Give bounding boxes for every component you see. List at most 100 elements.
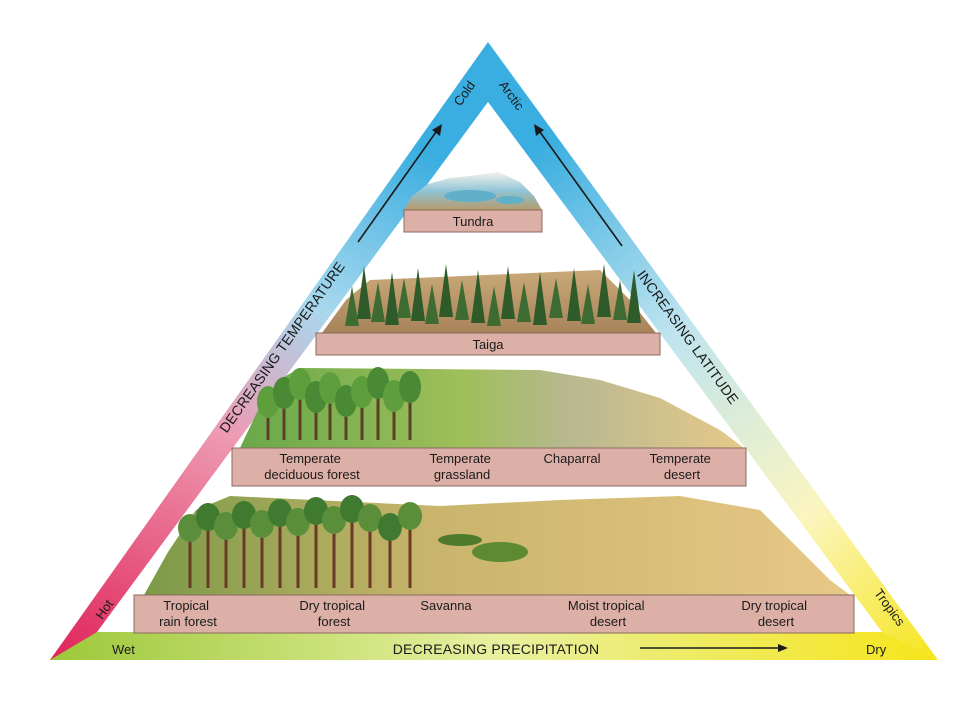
taiga-trees <box>345 264 641 326</box>
conifer-tree <box>357 266 371 319</box>
taiga-label-box <box>315 332 661 356</box>
tier-tundra <box>403 172 543 233</box>
latitude-arrowhead <box>534 124 544 136</box>
tree-trunk <box>278 513 282 588</box>
arrows <box>357 124 788 652</box>
tier-labels-temperate: Temperate deciduous forest Temperate gra… <box>264 451 714 482</box>
tree-trunk <box>242 515 246 588</box>
biome-label: Temperate desert <box>649 451 714 482</box>
biome-label: Taiga <box>472 337 504 352</box>
deciduous-trees <box>257 367 421 440</box>
tree-trunk <box>344 401 348 440</box>
conifer-tree <box>533 272 547 325</box>
deciduous-tree <box>319 372 341 404</box>
tier-temperate <box>231 367 747 487</box>
deciduous-tree <box>289 368 311 400</box>
rainforest-tree <box>196 503 220 531</box>
rainforest-tree <box>378 513 402 541</box>
rainforest-tree <box>214 512 238 540</box>
conifer-tree <box>517 282 531 322</box>
dry-label: Dry <box>866 642 887 657</box>
tier-tropical <box>133 495 855 634</box>
conifer-tree <box>397 278 411 318</box>
bottom-axis-label: DECREASING PRECIPITATION <box>393 641 600 657</box>
conifer-tree <box>411 268 425 321</box>
rainforest-tree <box>178 514 202 542</box>
biome-label: Tropical rain forest <box>159 598 217 629</box>
conifer-tree <box>385 272 399 325</box>
biome-label: Dry tropical desert <box>741 598 810 629</box>
temperate-label-box <box>231 447 747 487</box>
right-edge-band <box>488 42 938 660</box>
tropical-label-box <box>133 594 855 634</box>
tree-trunk <box>328 388 332 440</box>
rainforest-tree <box>304 497 328 525</box>
tree-trunk <box>332 520 336 588</box>
conifer-tree <box>597 264 611 317</box>
rainforest-tree <box>398 502 422 530</box>
tier-labels-tropical: Tropical rain forest Dry tropical forest… <box>159 598 810 629</box>
tier-labels-taiga: Taiga <box>472 337 504 352</box>
rainforest-tree <box>286 508 310 536</box>
wet-label: Wet <box>112 642 135 657</box>
biome-label: Temperate deciduous forest <box>264 451 360 482</box>
tree-trunk <box>408 516 412 588</box>
tier-taiga <box>315 264 661 356</box>
conifer-tree <box>471 270 485 323</box>
conifer-tree <box>345 286 359 326</box>
tree-trunk <box>368 518 372 588</box>
conifer-tree <box>613 280 627 320</box>
tree-trunk <box>376 383 380 440</box>
latitude-arrow <box>539 131 623 247</box>
conifer-tree <box>455 280 469 320</box>
tree-trunk <box>260 524 264 588</box>
tree-trunk <box>392 396 396 440</box>
tundra-pond <box>496 196 524 204</box>
deciduous-tree <box>367 367 389 399</box>
rainforest-tree <box>358 504 382 532</box>
tree-trunk <box>350 509 354 588</box>
tree-trunk <box>224 526 228 588</box>
rainforest-tree <box>322 506 346 534</box>
temperature-arrowhead <box>432 124 442 136</box>
tree-trunk <box>298 384 302 440</box>
biome-label: Chaparral <box>543 451 600 466</box>
left-edge-band <box>50 42 488 660</box>
conifer-tree <box>425 284 439 324</box>
conifer-tree <box>581 284 595 324</box>
conifer-tree <box>439 264 453 317</box>
tree-trunk <box>282 393 286 440</box>
rainforest-tree <box>232 501 256 529</box>
rainforest-tree <box>268 499 292 527</box>
tree-trunk <box>266 402 270 440</box>
biome-label: Temperate grassland <box>429 451 494 482</box>
tree-trunk <box>408 387 412 440</box>
conifer-tree <box>627 270 641 323</box>
tree-trunk <box>388 527 392 588</box>
conifer-tree <box>501 266 515 319</box>
tree-trunk <box>314 397 318 440</box>
acacia-tree <box>472 542 528 562</box>
deciduous-tree <box>399 371 421 403</box>
bottom-edge-band <box>50 632 938 660</box>
tree-trunk <box>314 511 318 588</box>
biome-label: Savanna <box>420 598 472 613</box>
biome-label: Moist tropical desert <box>568 598 648 629</box>
rainforest-trees <box>178 495 528 588</box>
precipitation-arrowhead <box>778 644 788 652</box>
temperature-arrow <box>357 131 437 243</box>
tier-labels-tundra: Tundra <box>453 214 494 229</box>
rainforest-tree <box>340 495 364 523</box>
tree-trunk <box>360 392 364 440</box>
conifer-tree <box>371 282 385 322</box>
tundra-pond <box>444 190 496 202</box>
tree-trunk <box>188 528 192 588</box>
tundra-label-box <box>403 209 543 233</box>
acacia-tree <box>438 534 482 546</box>
tree-trunk <box>206 517 210 588</box>
rainforest-tree <box>250 510 274 538</box>
biome-label: Dry tropical forest <box>299 598 368 629</box>
conifer-tree <box>549 278 563 318</box>
